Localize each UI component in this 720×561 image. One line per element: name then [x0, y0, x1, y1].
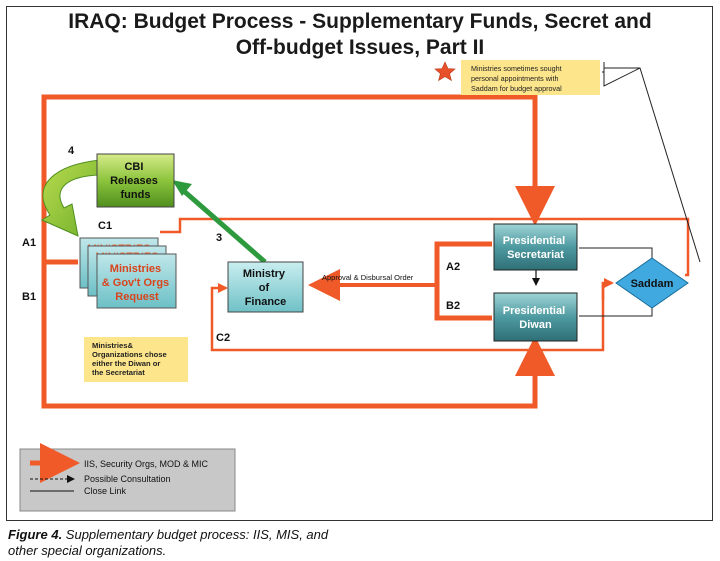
caption-figure-number: Figure 4. [8, 527, 63, 542]
presidential-diwan-label: Presidential Diwan [503, 305, 568, 331]
cbi-to-ministries-arrow [40, 159, 101, 237]
mof-to-cbi-arrow [183, 190, 267, 264]
presidential-diwan-box [493, 292, 578, 342]
saddam-to-c2-arrow [601, 278, 614, 300]
legend-item-close-link: Close Link [84, 486, 127, 496]
a1-flow-line [41, 94, 555, 265]
figure-caption: Figure 4. Supplementary budget process: … [8, 527, 428, 559]
cbi-box [96, 153, 175, 208]
cbi-label: CBI Releases funds [110, 161, 161, 201]
label-c1: C1 [98, 220, 112, 232]
mof-to-cbi-arrowhead [172, 180, 192, 196]
presidential-secretariat-box [493, 223, 578, 271]
left-note-box [84, 337, 188, 382]
close-link-note-saddam [602, 62, 701, 263]
saddam-diamond [615, 257, 689, 309]
b1-flow-line [41, 262, 555, 409]
top-note-text: Ministries sometimes sought personal app… [471, 64, 564, 93]
star-icon [434, 61, 456, 82]
a2-b2-branch-line [434, 241, 492, 321]
diagram-title-line2: Off-budget Issues, Part II [235, 36, 485, 59]
ministry-of-finance-label: Ministry of Finance [243, 268, 288, 308]
ministry-of-finance-box [227, 261, 304, 313]
c1-flow-line [160, 217, 690, 277]
label-3: 3 [216, 232, 222, 244]
close-link-diwan-saddam [579, 306, 653, 317]
caption-text: Supplementary budget process: IIS, MIS, … [62, 527, 329, 542]
caption-text-line2: other special organizations. [8, 543, 167, 558]
top-note-box [461, 60, 600, 95]
close-link-secretariat-saddam [579, 247, 653, 260]
legend-item-consultation: Possible Consultation [84, 474, 171, 484]
label-4: 4 [68, 145, 75, 157]
label-a2: A2 [446, 261, 460, 273]
label-b1: B1 [22, 291, 36, 303]
left-note-text: Ministries& Organizations chose either t… [92, 341, 169, 377]
ministries-request-box [96, 253, 177, 309]
presidential-secretariat-label: Presidential Secretariat [503, 235, 568, 261]
saddam-label: Saddam [631, 278, 674, 290]
label-a1: A1 [22, 237, 36, 249]
legend-item-iis: IIS, Security Orgs, MOD & MIC [84, 459, 209, 469]
approval-disbursal-label: Approval & Disbursal Order [322, 273, 414, 282]
label-c2: C2 [216, 332, 230, 344]
diagram-title-line1: IRAQ: Budget Process - Supplementary Fun… [68, 10, 652, 33]
label-b2: B2 [446, 300, 460, 312]
ministries-request-label: Ministries & Gov't Orgs Request [102, 263, 172, 303]
c2-flow-line [210, 283, 605, 352]
